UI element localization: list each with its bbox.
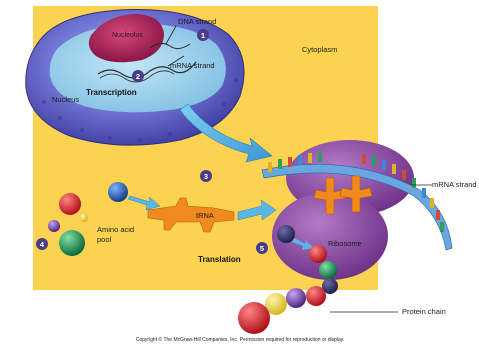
mrna-strand-label: mRNA strand bbox=[432, 180, 477, 189]
nucleolus-label: Nucleolus bbox=[112, 32, 143, 39]
copyright-caption: Copyright © The McGraw-Hill Companies, I… bbox=[136, 336, 345, 343]
svg-text:2: 2 bbox=[136, 72, 140, 81]
svg-text:3: 3 bbox=[204, 172, 208, 181]
step-1-badge: 1 bbox=[197, 29, 209, 41]
trna-label: tRNA bbox=[196, 211, 214, 220]
dna-strand-label: DNA strand bbox=[178, 17, 216, 26]
ribosome-label: Ribosome bbox=[328, 239, 362, 248]
svg-text:5: 5 bbox=[260, 244, 264, 253]
step-2-badge: 2 bbox=[132, 70, 144, 82]
mrna-strand-nucleus-label: mRNA strand bbox=[170, 61, 215, 70]
step-4-badge: 4 bbox=[36, 238, 48, 250]
amino-acid-pool-label-line2: pool bbox=[97, 235, 112, 244]
ribosome bbox=[272, 140, 414, 280]
step-3-badge: 3 bbox=[200, 170, 212, 182]
step-5-badge: 5 bbox=[256, 242, 268, 254]
svg-text:1: 1 bbox=[201, 31, 205, 40]
cytoplasm-label: Cytoplasm bbox=[302, 45, 337, 54]
protein-chain-label: Protein chain bbox=[402, 307, 446, 316]
translation-label: Translation bbox=[198, 255, 241, 264]
nucleus-label: Nucleus bbox=[52, 95, 79, 104]
incoming-amino-acid bbox=[277, 225, 295, 243]
transcription-label: Transcription bbox=[86, 88, 137, 97]
amino-acid-pool-label-line1: Amino acid bbox=[97, 225, 134, 234]
